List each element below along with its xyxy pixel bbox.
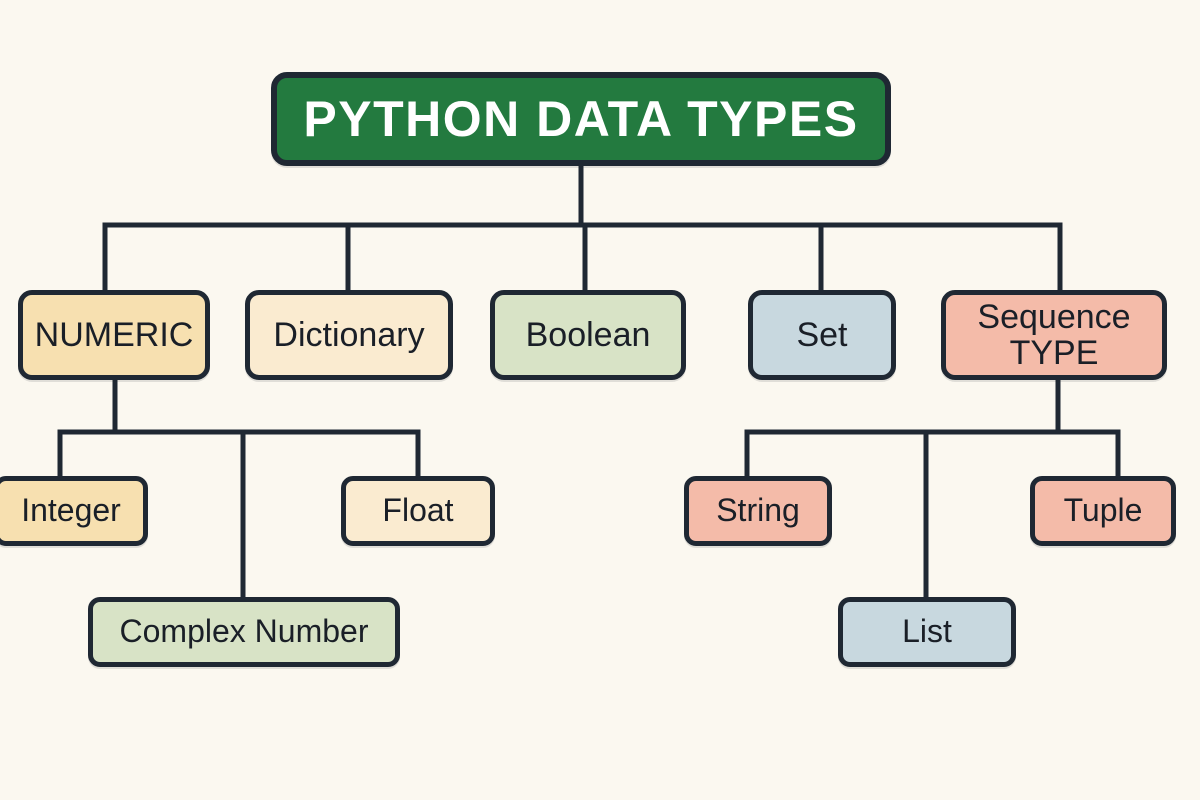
node-label-set: Set: [796, 315, 848, 354]
node-label-list: List: [902, 613, 952, 650]
node-label-float: Float: [382, 492, 454, 529]
node-label-python-data-types: PYTHON DATA TYPES: [303, 90, 859, 147]
node-set[interactable]: Set: [748, 290, 896, 380]
node-label-sequence-type-line1: Sequence: [977, 297, 1131, 336]
node-string[interactable]: String: [684, 476, 832, 546]
node-label-tuple: Tuple: [1063, 492, 1143, 529]
node-list[interactable]: List: [838, 597, 1016, 667]
node-sequence-type[interactable]: Sequence TYPE: [941, 290, 1167, 380]
node-label-numeric: NUMERIC: [34, 315, 194, 354]
node-label-boolean: Boolean: [525, 315, 651, 354]
node-label-complex-number: Complex Number: [119, 613, 369, 650]
node-boolean[interactable]: Boolean: [490, 290, 686, 380]
node-python-data-types[interactable]: PYTHON DATA TYPES: [271, 72, 891, 166]
node-label-string: String: [716, 492, 800, 529]
node-label-dictionary: Dictionary: [273, 315, 425, 354]
node-label-sequence-type-line2: TYPE: [1009, 334, 1099, 372]
node-label-sequence-type: Sequence TYPE: [965, 299, 1142, 371]
node-label-integer: Integer: [21, 492, 121, 529]
node-integer[interactable]: Integer: [0, 476, 148, 546]
node-dictionary[interactable]: Dictionary: [245, 290, 453, 380]
node-numeric[interactable]: NUMERIC: [18, 290, 210, 380]
node-complex-number[interactable]: Complex Number: [88, 597, 400, 667]
node-float[interactable]: Float: [341, 476, 495, 546]
node-tuple[interactable]: Tuple: [1030, 476, 1176, 546]
